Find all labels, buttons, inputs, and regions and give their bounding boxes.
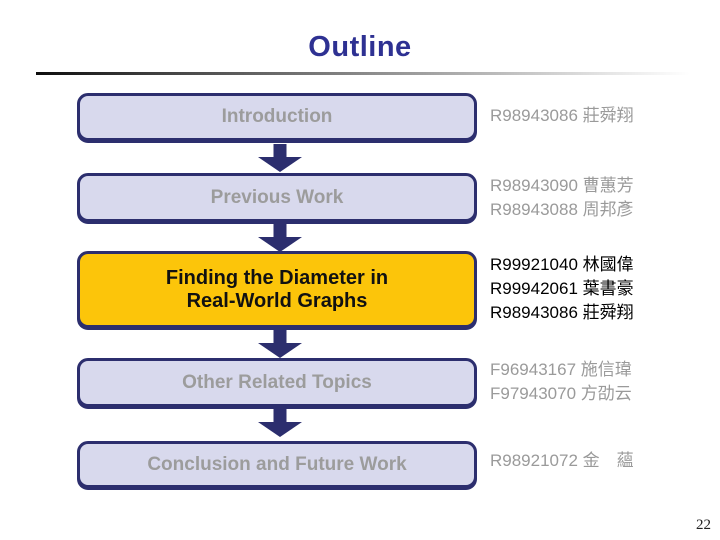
down-arrow-icon bbox=[258, 409, 302, 437]
outline-box-previous-work: Previous Work bbox=[77, 173, 477, 222]
contributor-group-conclusion: R98921072 金 蘊 bbox=[490, 449, 634, 473]
contributor-group-finding-diameter: R99921040 林國偉 R99942061 葉書豪 R98943086 莊舜… bbox=[490, 253, 634, 325]
down-arrow-icon bbox=[258, 224, 302, 252]
page-number: 22 bbox=[696, 517, 711, 533]
contributor-line: R98943086 莊舜翔 bbox=[490, 303, 634, 322]
contributor-group-previous-work: R98943090 曹蕙芳 R98943088 周邦彥 bbox=[490, 174, 634, 222]
down-arrow-icon bbox=[258, 144, 302, 172]
outline-box-introduction: Introduction bbox=[77, 93, 477, 141]
outline-box-label: Previous Work bbox=[210, 186, 344, 208]
contributor-line: R98921072 金 蘊 bbox=[490, 451, 634, 470]
outline-box-label: Introduction bbox=[221, 106, 333, 128]
contributor-line: F96943167 施信瑋 bbox=[490, 360, 632, 379]
outline-box-other-related-topics: Other Related Topics bbox=[77, 358, 477, 407]
title-underline-rule bbox=[36, 72, 690, 75]
contributor-line: R99942061 葉書豪 bbox=[490, 279, 634, 298]
outline-box-label: Conclusion and Future Work bbox=[147, 453, 407, 475]
contributor-line: R98943090 曹蕙芳 bbox=[490, 176, 634, 195]
contributor-line: R99921040 林國偉 bbox=[490, 255, 634, 274]
down-arrow-icon bbox=[258, 330, 302, 358]
outline-box-finding-diameter: Finding the Diameter in Real-World Graph… bbox=[77, 251, 477, 328]
contributor-line: R98943088 周邦彥 bbox=[490, 200, 634, 219]
outline-box-conclusion: Conclusion and Future Work bbox=[77, 441, 477, 488]
contributor-group-other-related-topics: F96943167 施信瑋 F97943070 方劭云 bbox=[490, 358, 632, 406]
contributor-line: R98943086 莊舜翔 bbox=[490, 106, 634, 125]
contributor-line: F97943070 方劭云 bbox=[490, 384, 632, 403]
outline-box-label: Other Related Topics bbox=[182, 371, 372, 393]
contributor-group-introduction: R98943086 莊舜翔 bbox=[490, 104, 634, 128]
outline-box-label: Finding the Diameter in Real-World Graph… bbox=[165, 266, 389, 312]
slide-title: Outline bbox=[308, 31, 412, 63]
